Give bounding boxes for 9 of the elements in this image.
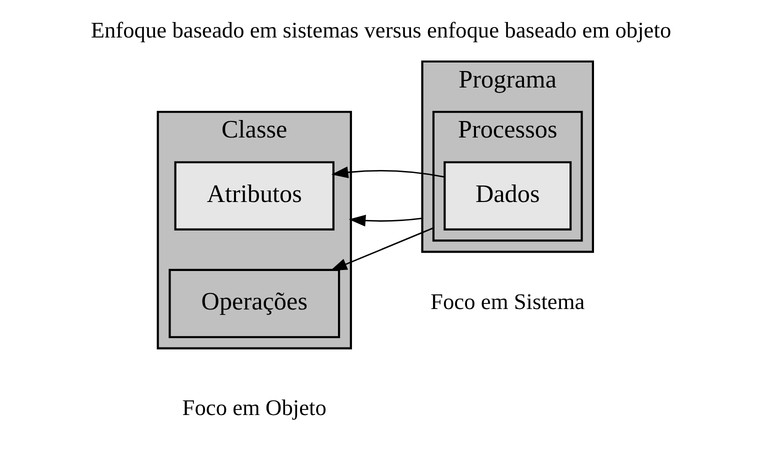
node-box: Dados [444, 161, 572, 230]
arrow [348, 214, 422, 226]
node-box: Operações [168, 268, 340, 338]
node-label: Foco em Sistema [430, 288, 585, 314]
arrow [331, 166, 444, 178]
diagram-title: Enfoque baseado em sistemas versus enfoque baseado em objeto [90, 17, 672, 42]
arrow [330, 227, 434, 271]
node-box: Atributos [174, 161, 334, 230]
node-label: Foco em Objeto [182, 395, 326, 420]
